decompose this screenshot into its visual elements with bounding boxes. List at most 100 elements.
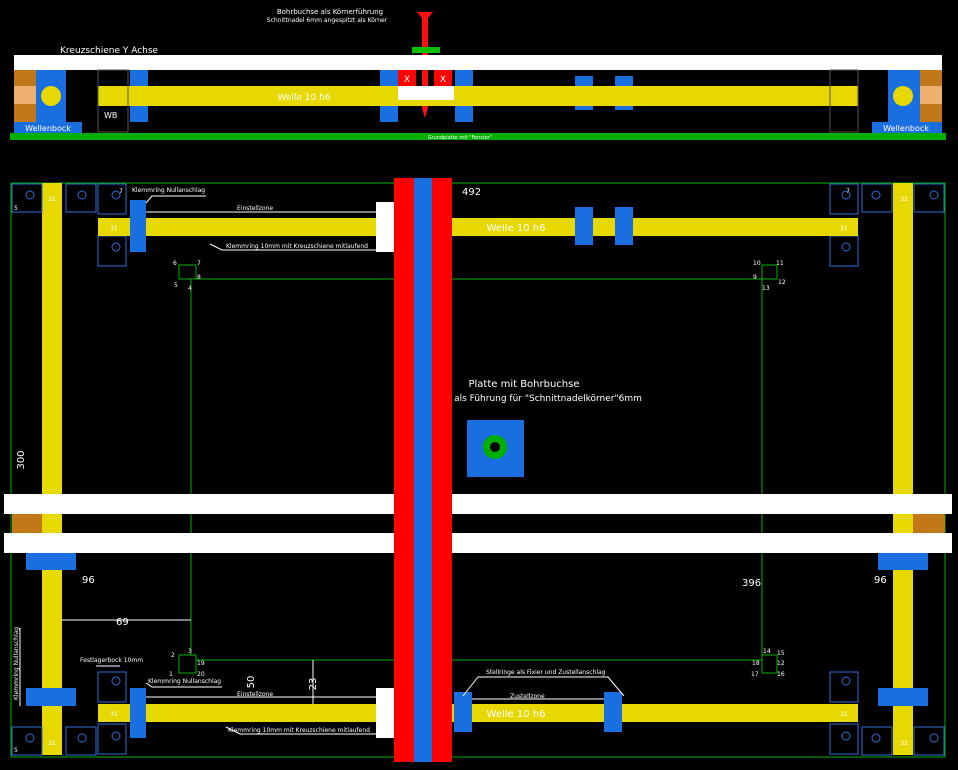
kreuzschiene-rail [14, 55, 942, 70]
point-label-2: 2 [171, 652, 175, 659]
right-orange-block-light [920, 86, 942, 104]
low-block-right [878, 688, 928, 706]
einstellzone-top: Einstellzone [237, 205, 273, 212]
klemmring-mitlaufend-bottom: Klemmring 10mm mit Kreuzschiene mitlaufe… [228, 727, 370, 734]
point-label-19: 19 [197, 660, 205, 667]
note-line1: Bohrbuchse als Körnerführung [277, 8, 383, 16]
wellenbock-right-label: Wellenbock [883, 124, 929, 133]
right-shaft-dim-top: 32 [900, 196, 908, 203]
dim-492: 492 [462, 187, 481, 198]
plan-frame [10, 182, 946, 758]
white-rail-upper [4, 494, 952, 514]
grundplatte [10, 133, 946, 140]
left-shaft-dim-bottom: 32 [48, 740, 56, 747]
point-label-3: 3 [188, 648, 192, 655]
stellring-b [604, 692, 622, 732]
dim-396: 396 [742, 578, 761, 589]
orange-left [12, 514, 42, 534]
stellringe-label: Stellringe als Fixier und Zustellanschla… [486, 669, 606, 676]
inner-outline [178, 264, 778, 674]
point-label-13: 13 [762, 285, 770, 292]
right-shaft-dim-bottom: 32 [900, 740, 908, 747]
shaft-end-mark-bl: 31 [110, 711, 118, 718]
welle-plan-bottom [98, 704, 858, 722]
dim-96-right: 96 [874, 575, 887, 586]
mid-block-left [26, 552, 76, 570]
klemmring-top-left [130, 200, 146, 252]
klemmring-mitlaufend-top: Klemmring 10mm mit Kreuzschiene mitlaufe… [226, 243, 368, 250]
wb-outline-right [829, 69, 859, 133]
point-label-16: 16 [777, 671, 785, 678]
note-line2: Schnittnadel 6mm angespitzt als Körner [267, 17, 388, 24]
einstellzone-bottom: Einstellzone [237, 691, 273, 698]
point-label-7: 7 [197, 260, 201, 267]
kreuzschiene-label: Kreuzschiene Y Achse [60, 46, 159, 56]
red-rail-left [394, 178, 414, 762]
dim-96-left: 96 [82, 575, 95, 586]
top-side-view: Bohrbuchse als Körnerführung Schnittnade… [10, 8, 946, 141]
red-rail-right [432, 178, 452, 762]
corner-num-5: 5 [14, 205, 18, 212]
welle-label-top: Welle 10 h6 [487, 223, 546, 234]
klemmring-nullanschlag-bottom: Klemmring Nullanschlag [148, 678, 221, 685]
point-label-12: 12 [778, 279, 786, 286]
blue-rail-center [414, 178, 432, 762]
point-label-5: 5 [174, 282, 178, 289]
festlagerbock: Festlagerbock 10mm [80, 657, 143, 664]
low-block-left [26, 688, 76, 706]
klemmring-bottom-left [130, 688, 146, 738]
orange-right [913, 514, 945, 534]
wellenbock-right-shaft [893, 86, 913, 106]
point-label-20: 20 [197, 671, 205, 678]
point-label-11: 11 [776, 260, 784, 267]
clamp-x-right [434, 70, 452, 86]
klemmring-nullanschlag-top: Klemmring Nullanschlag [132, 187, 205, 194]
bohrbuchse-flange [412, 47, 440, 53]
wellenbock-left-label: Wellenbock [25, 124, 71, 133]
point-label-14: 14 [763, 648, 771, 655]
clamp-x-left [398, 70, 416, 86]
shaft-end-mark-tr: 31 [840, 225, 848, 232]
clamp-x-right-mark: X [440, 75, 446, 85]
dim-23: 23 [308, 678, 319, 691]
corner-num-7: 7 [119, 188, 123, 195]
dim-300: 300 [16, 450, 27, 469]
point-label-4: 4 [188, 285, 192, 292]
wellenbock-left-base [14, 122, 82, 134]
platte-label-1: Platte mit Bohrbuchse [468, 379, 579, 390]
white-rail-lower [4, 533, 952, 553]
corner-num-5b: 5 [14, 747, 18, 754]
point-label-10: 10 [753, 260, 761, 267]
welle-top-view [98, 86, 858, 106]
shaft-end-mark-tl: 31 [110, 225, 118, 232]
slider-top [376, 202, 394, 252]
point-label-15: 15 [777, 650, 785, 657]
stellring-a [454, 692, 472, 732]
clamp-x-left-mark: X [404, 75, 410, 85]
mid-block-right [878, 552, 928, 570]
plan-view: 32 32 32 32 5 7 7 5 [4, 178, 952, 762]
welle-plan-top [98, 218, 858, 236]
point-label-12b: 12 [777, 660, 785, 667]
point-label-8: 8 [197, 274, 201, 281]
point-label-6: 6 [173, 260, 177, 267]
wellenbock-left-shaft [41, 86, 61, 106]
bohrbuchse-hole [490, 442, 500, 452]
right-vertical-shaft [893, 183, 913, 755]
ring-top-a [575, 207, 593, 245]
point-label-1: 1 [169, 671, 173, 678]
slider-bottom [376, 688, 394, 738]
dim-69: 69 [116, 617, 129, 628]
point-label-9: 9 [753, 274, 757, 281]
platte-label-2: als Führung für "Schnittnadelkörner"6mm [454, 394, 642, 404]
welle-top-label: Welle 10 h6 [277, 93, 330, 103]
point-labels: 6 7 5 8 4 10 11 9 12 13 2 3 19 1 20 14 1… [169, 260, 786, 678]
point-label-17: 17 [751, 671, 759, 678]
left-vertical-shaft [42, 183, 62, 755]
leader-lines [19, 195, 625, 735]
slider-block [398, 86, 454, 100]
wellenbock-right-base [872, 122, 942, 134]
wb-label: WB [104, 111, 117, 120]
